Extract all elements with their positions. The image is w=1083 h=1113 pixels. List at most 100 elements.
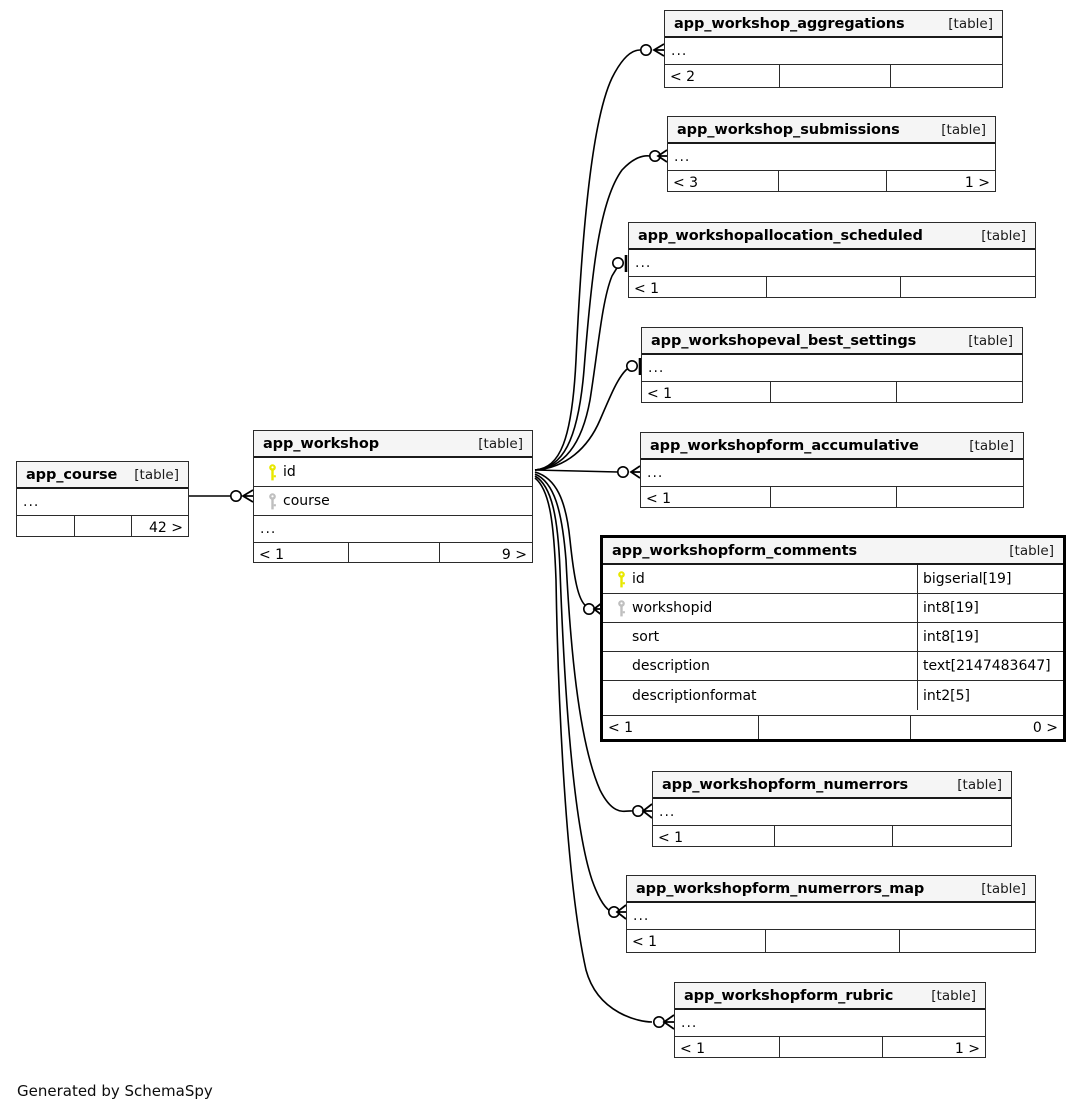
table-row-collapsed: ... <box>653 799 1011 825</box>
footer-parents-count: < 1 <box>653 826 775 846</box>
footer-middle <box>775 826 893 846</box>
table-columns: ... <box>641 460 1023 486</box>
column-name-cell: sort <box>603 629 917 645</box>
footer-children-count: 9 > <box>501 546 527 563</box>
footer-children-count: 42 > <box>149 519 183 536</box>
primary-key-icon <box>261 463 283 481</box>
footer-children-count <box>897 382 1022 402</box>
edge-workshop-to-accumulative <box>534 469 619 473</box>
table-app_workshopform_numerrors[interactable]: app_workshopform_numerrors[table]...< 1 <box>652 771 1012 847</box>
column-type-cell: bigserial[19] <box>917 565 1063 593</box>
table-row-collapsed: ... <box>665 38 1002 64</box>
table-columns: ... <box>653 799 1011 825</box>
table-name: app_workshopform_accumulative <box>650 437 919 454</box>
foreign-key-icon <box>610 599 632 617</box>
table-title-bar: app_workshopform_accumulative [table] <box>641 433 1023 460</box>
table-name: app_workshopallocation_scheduled <box>638 227 923 244</box>
footer-middle <box>780 1037 883 1057</box>
footer-children-count: 0 > <box>1032 719 1058 736</box>
footer-middle <box>759 716 912 739</box>
table-type-tag: [table] <box>941 121 986 138</box>
table-footer: < 1 1 > <box>675 1036 985 1057</box>
table-type-tag: [table] <box>134 466 179 483</box>
table-app_workshop_aggregations[interactable]: app_workshop_aggregations[table]...< 2 <box>664 10 1003 88</box>
table-app_workshopallocation_scheduled[interactable]: app_workshopallocation_scheduled [table].… <box>628 222 1036 298</box>
table-columns: ... <box>17 489 188 515</box>
footer-children-count: 1 > <box>954 1040 980 1057</box>
table-row: course <box>254 487 532 516</box>
table-row: sort int8[19] <box>603 623 1063 652</box>
column-label: workshopid <box>632 600 713 616</box>
table-type-tag: [table] <box>948 15 993 32</box>
table-row: id <box>254 458 532 487</box>
table-type-tag: [table] <box>981 227 1026 244</box>
table-type-tag: [table] <box>981 880 1026 897</box>
edge-workshop-to-allocation <box>534 262 623 471</box>
table-title-bar: app_workshop [table] <box>254 431 532 458</box>
table-name: app_workshopform_rubric <box>684 987 894 1004</box>
edge-workshop-to-comments <box>534 471 595 610</box>
table-name: app_workshopform_numerrors_map <box>636 880 925 897</box>
table-app_workshopeval_best_settings[interactable]: app_workshopeval_best_settings [table]...… <box>641 327 1023 403</box>
table-app_workshopform_rubric[interactable]: app_workshopform_rubric [table]...< 1 1 > <box>674 982 986 1058</box>
footer-children-count <box>891 65 1002 87</box>
table-columns: ... <box>642 355 1022 381</box>
table-type-tag: [table] <box>931 987 976 1004</box>
table-name: app_workshop <box>263 435 380 452</box>
table-app_course[interactable]: app_course[table]... 42 > <box>16 461 189 537</box>
table-columns: ... <box>627 903 1035 929</box>
footer-middle <box>779 171 888 191</box>
footer-parents-count: < 1 <box>629 277 768 297</box>
table-name: app_workshopform_comments <box>612 542 858 559</box>
table-row-collapsed: ... <box>642 355 1022 381</box>
column-type-cell: text[2147483647] <box>917 652 1063 680</box>
column-label: course <box>283 493 330 509</box>
foreign-key-icon <box>261 492 283 510</box>
footer-children-count: 1 > <box>964 174 990 191</box>
footer-middle <box>766 930 901 952</box>
footer-children-count <box>897 487 1023 507</box>
table-title-bar: app_course[table] <box>17 462 188 489</box>
table-type-tag: [table] <box>969 437 1014 454</box>
footer-children-count <box>893 826 1011 846</box>
table-columns: ... <box>675 1010 985 1036</box>
table-footer: < 1 <box>653 825 1011 846</box>
footer-middle <box>75 516 132 536</box>
footer-parents-count: < 2 <box>665 65 780 87</box>
table-title-bar: app_workshopform_numerrors_map [table] <box>627 876 1035 903</box>
column-label: sort <box>632 629 660 645</box>
table-row-collapsed: ... <box>675 1010 985 1036</box>
table-row-collapsed: ... <box>668 144 995 170</box>
footer-parents-count: < 1 <box>627 930 766 952</box>
footer-parents-count: < 1 <box>675 1037 781 1057</box>
footer-middle <box>349 543 441 562</box>
table-row-collapsed: ... <box>254 516 532 542</box>
table-title-bar: app_workshopform_numerrors[table] <box>653 772 1011 799</box>
table-row-collapsed: ... <box>627 903 1035 929</box>
table-row-collapsed: ... <box>641 460 1023 486</box>
table-title-bar: app_workshopeval_best_settings [table] <box>642 328 1022 355</box>
column-name-cell: workshopid <box>603 599 917 617</box>
edge-workshop-to-aggregations <box>534 49 641 471</box>
table-type-tag: [table] <box>968 332 1013 349</box>
table-type-tag: [table] <box>478 435 523 452</box>
schemaspy-credit: Generated by SchemaSpy <box>17 1082 213 1100</box>
column-type-cell: int2[5] <box>917 681 1063 710</box>
table-row-collapsed: ... <box>17 489 188 515</box>
column-name-cell: description <box>603 658 917 674</box>
table-row-collapsed: ... <box>629 250 1035 276</box>
footer-parents-count: < 3 <box>668 171 780 191</box>
column-type-cell: int8[19] <box>917 623 1063 651</box>
table-app_workshopform_numerrors_map[interactable]: app_workshopform_numerrors_map [table]...… <box>626 875 1036 953</box>
table-name: app_workshopeval_best_settings <box>651 332 917 349</box>
footer-parents-count: < 1 <box>641 487 771 507</box>
footer-parents-count: < 1 <box>603 716 760 739</box>
table-type-tag: [table] <box>1009 542 1054 559</box>
table-app_workshopform_accumulative[interactable]: app_workshopform_accumulative [table]...<… <box>640 432 1024 508</box>
column-label: description <box>632 658 710 674</box>
column-name-cell: descriptionformat <box>603 688 917 704</box>
